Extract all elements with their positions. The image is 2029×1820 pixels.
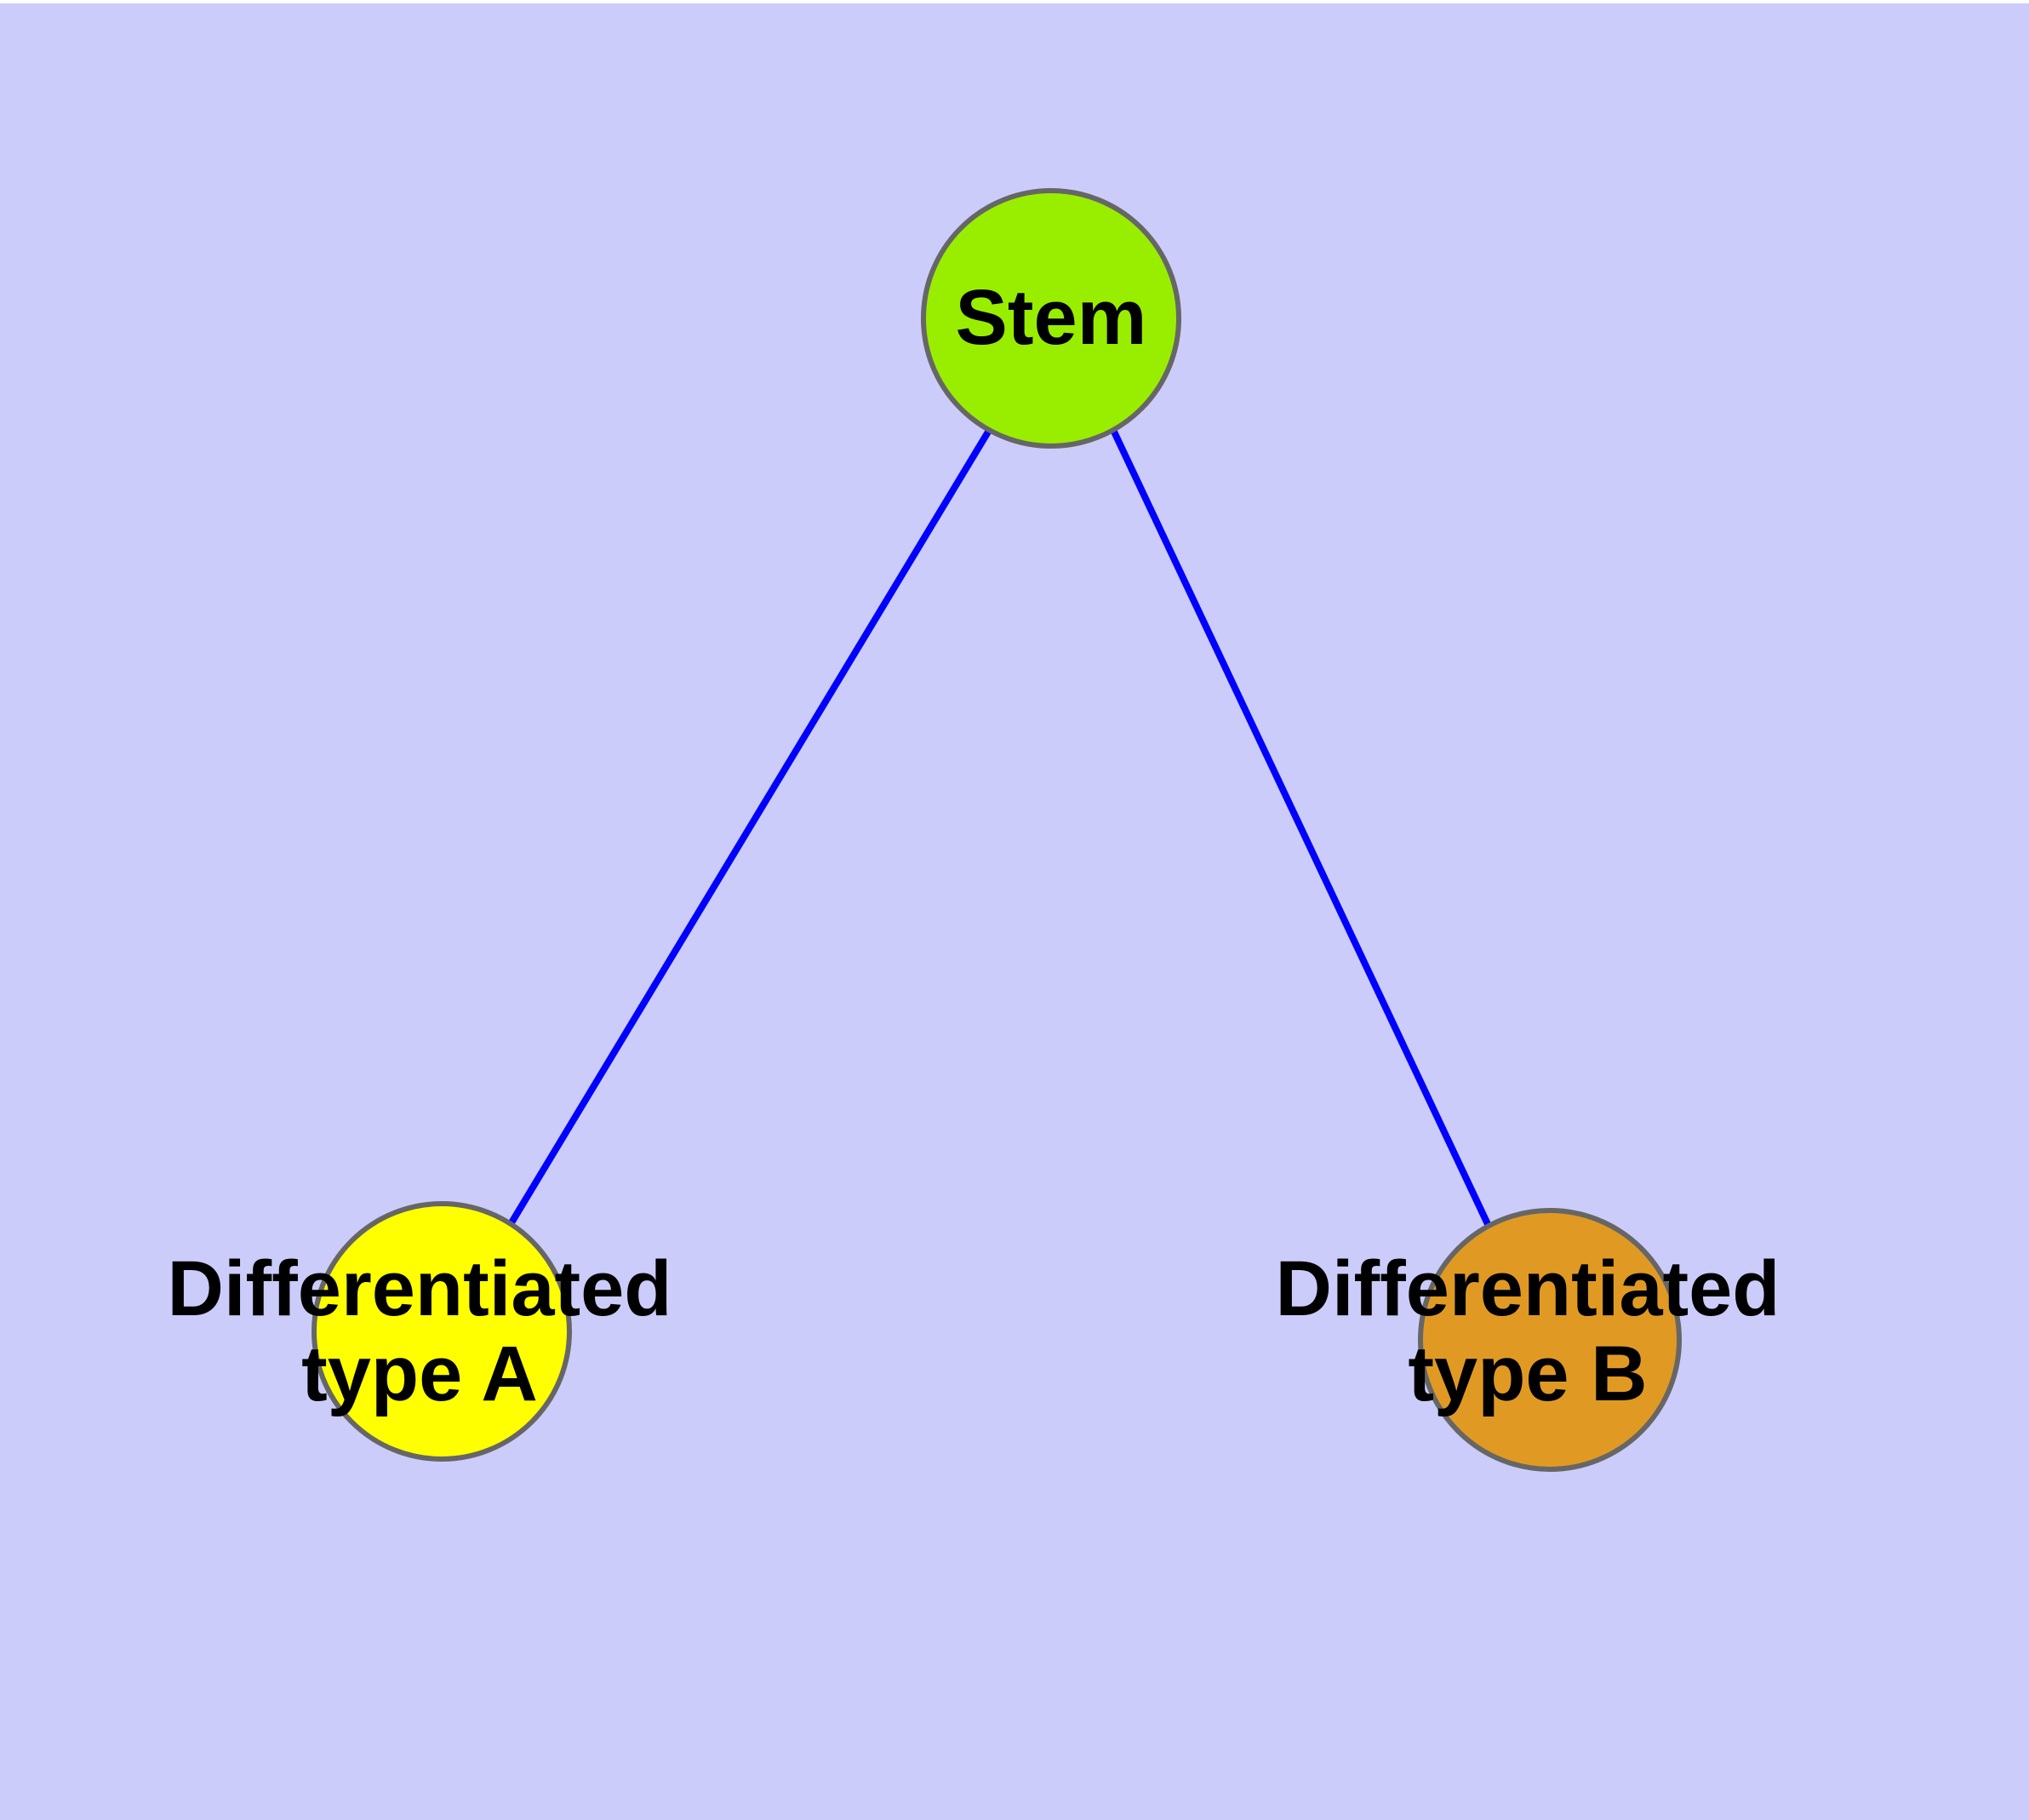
node-label-diff-a-line-1: Differentiated [168,1245,672,1332]
node-label-stem-line-1: Stem [956,274,1147,361]
edges-layer [507,426,1491,1227]
node-label-diff-a-line-2: type A [301,1331,538,1417]
graph-edge-stem-to-diff-b[interactable] [1110,428,1491,1226]
graph-node-stem[interactable] [921,188,1181,449]
graph-node-diff-b[interactable] [1418,1208,1682,1472]
node-label-diff-b-line-1: Differentiated [1276,1245,1780,1332]
graph-node-diff-a[interactable] [311,1201,572,1462]
graph-edge-stem-to-diff-a[interactable] [507,426,993,1227]
nodes-layer [311,188,1682,1472]
node-label-diff-b-line-2: type B [1408,1331,1647,1417]
